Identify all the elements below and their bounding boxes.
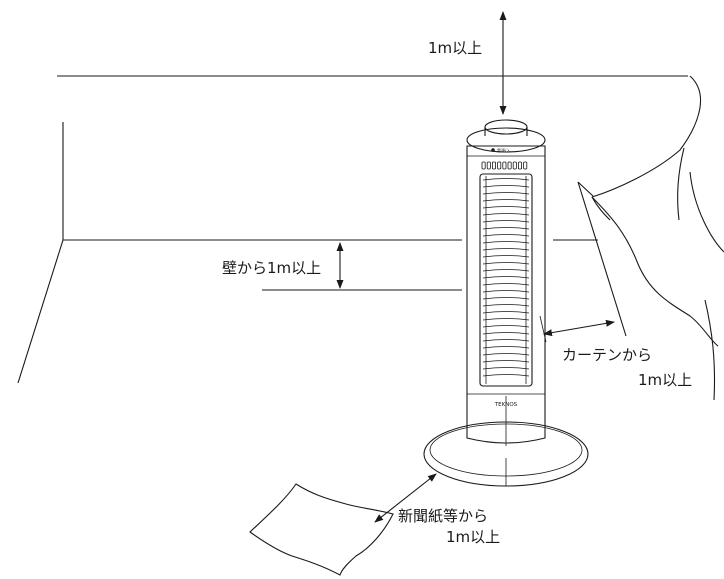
grille-slat — [482, 290, 530, 293]
grille-slat — [482, 360, 530, 363]
vent-slot — [512, 161, 517, 170]
grille-slat — [482, 262, 530, 265]
curtain-reference-line — [577, 181, 627, 337]
vent-slot — [481, 161, 486, 170]
grille-slat — [482, 255, 530, 258]
grille-slat — [482, 199, 530, 202]
curtain-leader-line — [539, 315, 547, 343]
newspaper-distance-label-line2: 1m以上 — [446, 528, 500, 546]
fan-grille-slats — [482, 176, 530, 384]
fan-body — [466, 145, 546, 444]
grille-slat — [482, 234, 530, 237]
grille-slat — [482, 241, 530, 244]
ceiling-distance-label: 1m以上 — [428, 39, 482, 57]
vent-slot — [497, 161, 502, 170]
grille-slat — [482, 304, 530, 307]
grille-slat — [482, 185, 530, 188]
grille-slat — [482, 248, 530, 251]
floor-corner-line — [17, 239, 64, 384]
grille-slat — [482, 332, 530, 335]
grille-slat — [482, 353, 530, 356]
wall-distance-label: 壁から1m以上 — [222, 259, 321, 277]
curtain — [577, 75, 724, 401]
grille-slat — [482, 178, 530, 181]
grille-slat — [482, 206, 530, 209]
grille-slat — [482, 227, 530, 230]
grille-slat — [482, 192, 530, 195]
newspaper-sheet — [249, 483, 394, 576]
grille-slat — [482, 269, 530, 272]
grille-slat — [482, 220, 530, 223]
grille-slat — [482, 367, 530, 370]
grille-slat — [482, 346, 530, 349]
fan-top-label: 電源/入 — [497, 147, 510, 153]
vent-slot — [518, 161, 523, 170]
curtain-distance-arrow — [543, 319, 615, 337]
vent-slot — [491, 161, 496, 170]
grille-slat — [482, 325, 530, 328]
vent-slot — [486, 161, 491, 170]
vent-slot — [523, 161, 528, 170]
grille-slat — [482, 318, 530, 321]
grille-slat — [482, 311, 530, 314]
newspaper-distance-label-line1: 新聞紙等から — [398, 507, 488, 525]
grille-slat — [482, 297, 530, 300]
fan-top-vents — [481, 161, 528, 170]
power-indicator — [491, 148, 495, 152]
room-outline — [17, 75, 688, 384]
grille-slat — [482, 374, 530, 377]
grille-slat — [482, 339, 530, 342]
grille-slat — [482, 283, 530, 286]
grille-slat — [482, 276, 530, 279]
grille-slat — [482, 213, 530, 216]
fan-top-cap — [484, 119, 528, 135]
fan-top — [466, 127, 546, 153]
vent-slot — [502, 161, 507, 170]
curtain-distance-label-line1: カーテンから — [562, 346, 652, 364]
vent-slot — [507, 161, 512, 170]
fan-grille — [479, 173, 533, 387]
curtain-distance-label-line2: 1m以上 — [638, 371, 692, 389]
tower-fan — [423, 119, 589, 487]
newspaper-distance-arrow — [374, 473, 437, 523]
fan-brand-label: TEKNOS — [494, 402, 518, 408]
